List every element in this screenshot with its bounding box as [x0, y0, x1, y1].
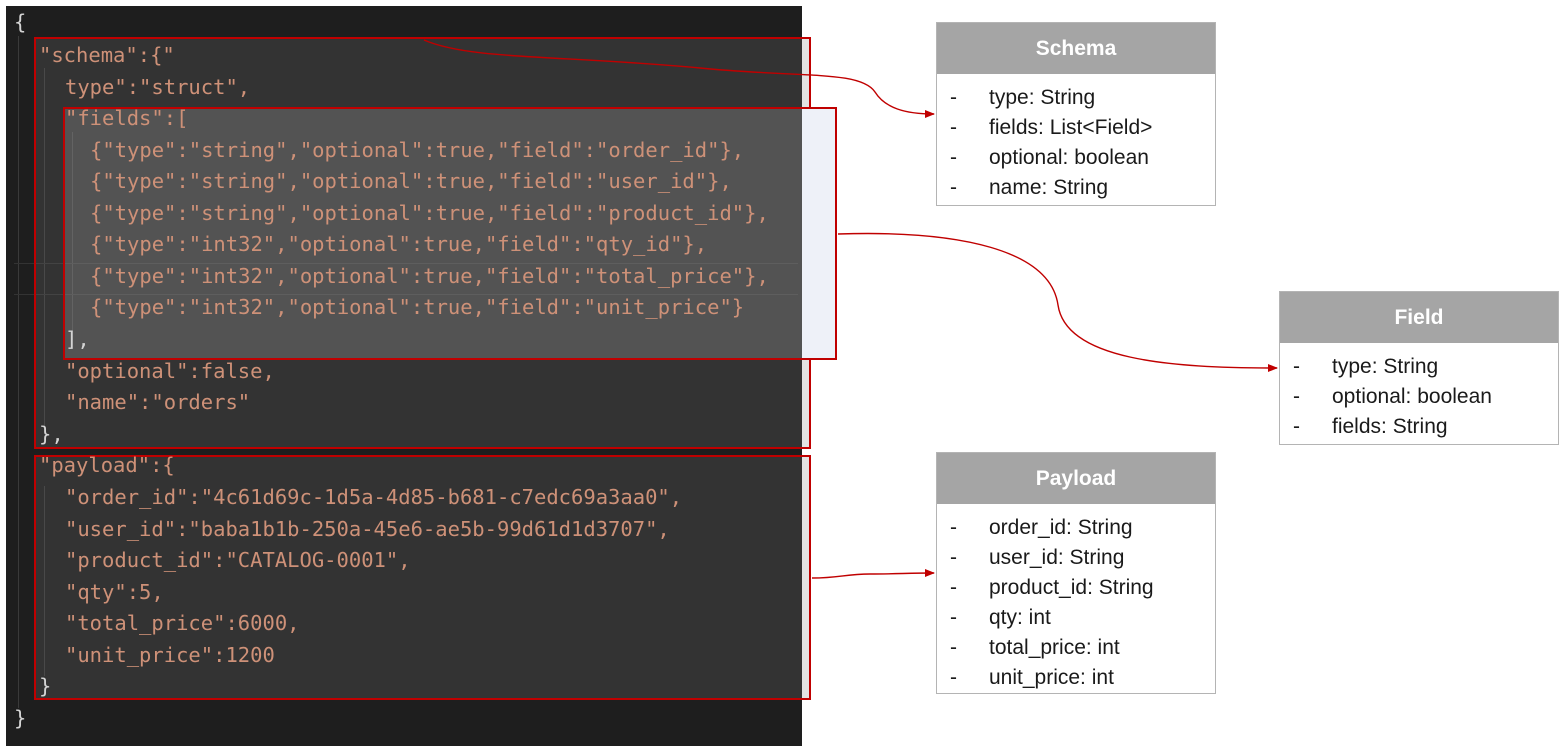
field-class-box: Field - type: String - optional: boolean -… — [1279, 291, 1559, 445]
payload-attribute: - qty: int — [937, 603, 1215, 633]
schema-connector-arrow — [423, 39, 935, 118]
code-line: "name":"orders" — [65, 390, 251, 414]
code-line: {"type":"int32","optional":true,"field":… — [90, 295, 745, 319]
payload-attribute-text: user_id: String — [989, 546, 1125, 569]
payload-class-title: Payload — [937, 453, 1215, 504]
payload-attribute: - unit_price: int — [937, 663, 1215, 693]
field-attribute-text: type: String — [1332, 355, 1439, 378]
bullet-dash: - — [950, 636, 957, 659]
code-line: "fields":[ — [65, 106, 189, 130]
code-line: "order_id":"4c61d69c-1d5a-4d85-b681-c7ed… — [65, 485, 683, 509]
schema-attribute-text: fields: List<Field> — [989, 116, 1153, 139]
code-editor-panel — [6, 6, 802, 746]
bullet-dash: - — [950, 116, 957, 139]
schema-class-box: Schema - type: String - fields: List<Field… — [936, 22, 1216, 206]
code-line: "payload":{ — [39, 453, 175, 477]
bullet-dash: - — [1293, 415, 1300, 438]
payload-attribute-text: unit_price: int — [989, 666, 1114, 689]
bullet-dash: - — [950, 606, 957, 629]
payload-attribute-text: qty: int — [989, 606, 1051, 629]
code-line: "qty":5, — [65, 580, 164, 604]
bullet-dash: - — [950, 666, 957, 689]
field-attribute: - optional: boolean — [1280, 382, 1558, 412]
bullet-dash: - — [950, 146, 957, 169]
payload-attribute: - user_id: String — [937, 543, 1215, 573]
bullet-dash: - — [950, 86, 957, 109]
payload-attribute: - product_id: String — [937, 573, 1215, 603]
schema-attribute: - fields: List<Field> — [937, 113, 1215, 143]
payload-attribute-text: total_price: int — [989, 636, 1120, 659]
code-line: {"type":"string","optional":true,"field"… — [90, 201, 769, 225]
indent-guide — [18, 36, 19, 708]
code-line: "total_price":6000, — [65, 611, 300, 635]
indent-guide — [44, 486, 45, 676]
payload-attribute: - total_price: int — [937, 633, 1215, 663]
code-line: "schema":{" — [39, 43, 175, 67]
fields-highlight-box — [63, 107, 837, 360]
code-line: {"type":"string","optional":true,"field"… — [90, 169, 732, 193]
current-line-highlight — [14, 263, 798, 295]
code-line: } — [14, 706, 27, 730]
bullet-dash: - — [950, 516, 957, 539]
code-line: {"type":"string","optional":true,"field"… — [90, 138, 745, 162]
schema-class-title: Schema — [937, 23, 1215, 74]
schema-attribute-text: type: String — [989, 86, 1096, 109]
code-line: ], — [65, 327, 90, 351]
indent-guide — [44, 68, 45, 430]
payload-attribute-text: product_id: String — [989, 576, 1154, 599]
bullet-dash: - — [1293, 355, 1300, 378]
code-line: } — [39, 674, 52, 698]
indent-guide — [72, 132, 73, 332]
bullet-dash: - — [950, 576, 957, 599]
schema-attribute-text: name: String — [989, 176, 1109, 199]
code-line: {"type":"int32","optional":true,"field":… — [90, 264, 769, 288]
code-line: {"type":"int32","optional":true,"field":… — [90, 232, 708, 256]
payload-highlight-box — [34, 455, 811, 700]
payload-attribute: - order_id: String — [937, 513, 1215, 543]
code-line: }, — [39, 422, 64, 446]
payload-attribute-text: order_id: String — [989, 516, 1133, 539]
schema-attribute: - type: String — [937, 83, 1215, 113]
code-line: "optional":false, — [65, 359, 275, 383]
field-class-title: Field — [1280, 292, 1558, 343]
code-line: { — [14, 10, 27, 34]
schema-attribute: - optional: boolean — [937, 143, 1215, 173]
schema-attribute: - name: String — [937, 173, 1215, 203]
payload-class-box: Payload - order_id: String - user_id: Stri… — [936, 452, 1216, 694]
field-attribute-text: optional: boolean — [1332, 385, 1492, 408]
code-line: "user_id":"baba1b1b-250a-45e6-ae5b-99d61… — [65, 517, 670, 541]
bullet-dash: - — [950, 176, 957, 199]
code-line: type":"struct", — [65, 75, 251, 99]
payload-connector-arrow — [811, 569, 935, 579]
field-attribute-text: fields: String — [1332, 415, 1448, 438]
field-attribute: - fields: String — [1280, 412, 1558, 442]
code-line: "unit_price":1200 — [65, 643, 275, 667]
fields-highlight-box-overflow — [802, 107, 837, 360]
schema-attribute-text: optional: boolean — [989, 146, 1149, 169]
bullet-dash: - — [950, 546, 957, 569]
bullet-dash: - — [1293, 385, 1300, 408]
code-line: "product_id":"CATALOG-0001", — [65, 548, 411, 572]
field-connector-arrow — [837, 232, 1278, 372]
field-attribute: - type: String — [1280, 352, 1558, 382]
schema-highlight-box — [34, 37, 811, 449]
